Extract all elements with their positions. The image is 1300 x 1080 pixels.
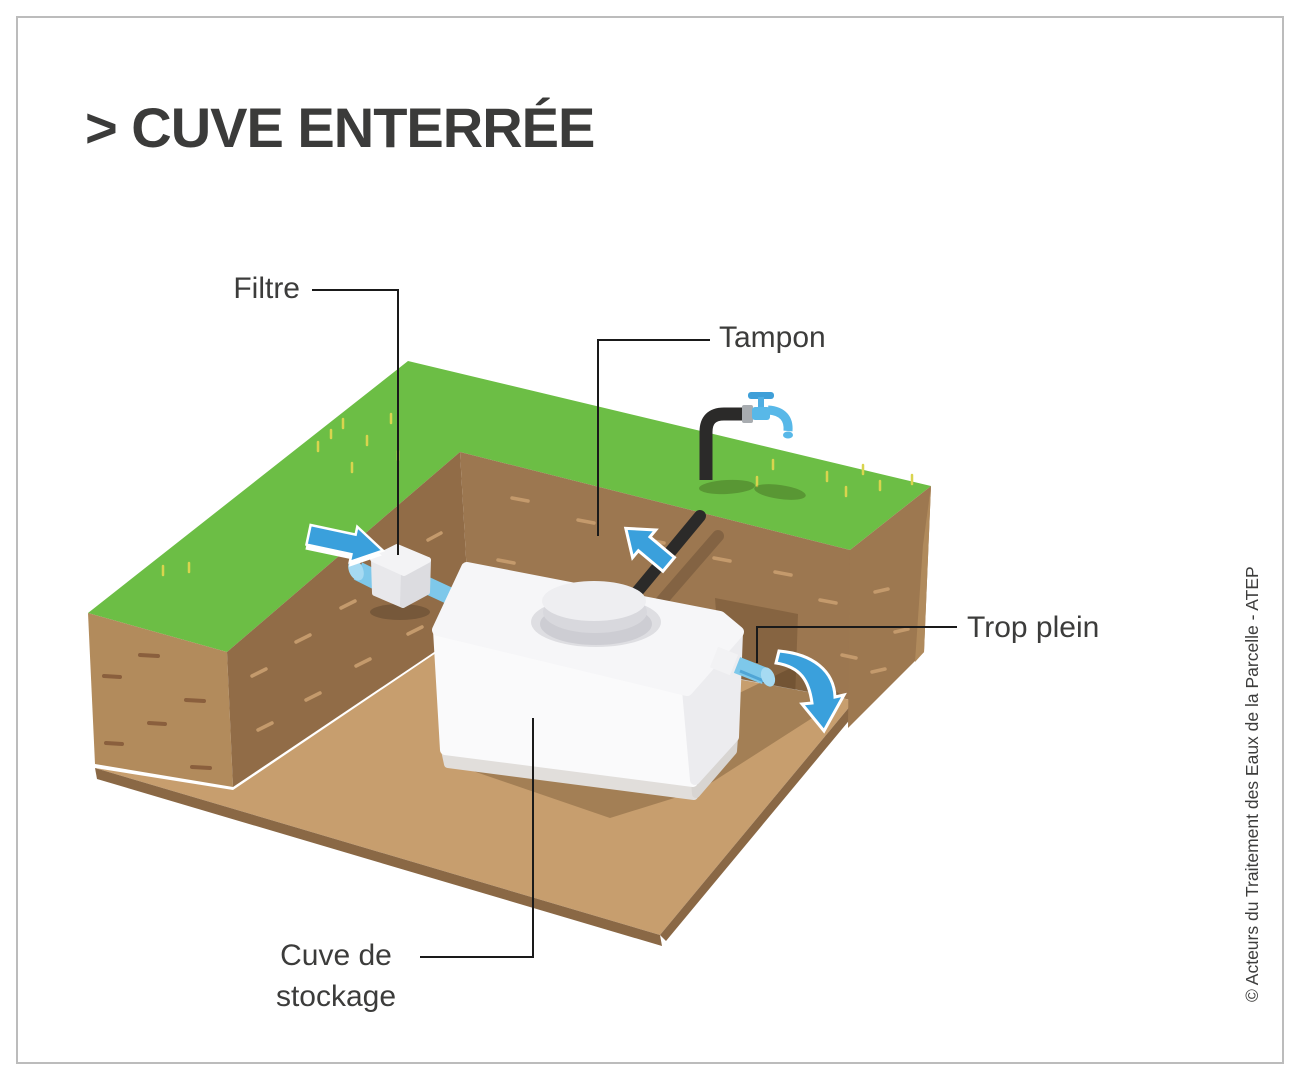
soil-dashes-outer [102, 653, 212, 770]
label-cuve-line2: stockage [276, 980, 396, 1013]
faucet-riser-pipe [699, 407, 744, 480]
tank-lid [531, 581, 661, 647]
leader-filtre [312, 289, 399, 555]
label-trop-plein: Trop plein [967, 611, 1099, 644]
leader-tampon [597, 339, 710, 536]
soil-corner-pillar [848, 486, 931, 728]
overflow-pipe-cap [760, 667, 776, 687]
vent-pipe-shadow [646, 530, 724, 618]
faucet-assembly [699, 392, 806, 500]
faucet-spout [767, 405, 793, 432]
vent-arrow-shape [623, 526, 677, 574]
page-title: > CUVE ENTERRÉE [85, 96, 594, 159]
overflow-pipe [733, 657, 769, 684]
storage-tank [432, 562, 744, 800]
soil-outer-face [88, 613, 233, 787]
inlet-arrow-top [304, 523, 386, 564]
pit-wall-left [227, 452, 470, 787]
leader-trop-plein [756, 626, 957, 663]
copyright-text: © Acteurs du Traitement des Eaux de la P… [1242, 566, 1262, 1002]
vent-flow-arrow [623, 526, 677, 574]
floor-edge-left [95, 768, 662, 946]
faucet-shadow-2 [754, 484, 806, 500]
faucet-collar [742, 405, 753, 423]
label-cuve-line1: Cuve de [280, 939, 392, 972]
faucet-handle-stem [758, 397, 764, 409]
page-border [16, 16, 1284, 1064]
label-tampon: Tampon [719, 321, 826, 354]
faucet-handle [748, 392, 774, 399]
lid-top [542, 581, 646, 621]
leader-cuve [420, 718, 534, 958]
faucet-body [752, 407, 770, 420]
faucet-spout-tip [783, 431, 793, 439]
overflow-assembly [709, 646, 776, 687]
flow-arrows [304, 523, 847, 734]
soil-corner-highlight [915, 486, 931, 662]
filter-box [370, 544, 431, 608]
faucet-shadow [699, 479, 755, 495]
overflow-sleeve [709, 646, 739, 676]
inlet-assembly [348, 544, 473, 620]
overflow-pipe-rim [739, 669, 765, 683]
inlet-flow-arrow [304, 523, 386, 567]
filter-top-face [370, 544, 431, 576]
label-filtre: Filtre [233, 272, 300, 305]
grass-surface [88, 361, 931, 652]
overflow-flow-arrow [774, 649, 847, 734]
filter-shadow [370, 604, 430, 620]
